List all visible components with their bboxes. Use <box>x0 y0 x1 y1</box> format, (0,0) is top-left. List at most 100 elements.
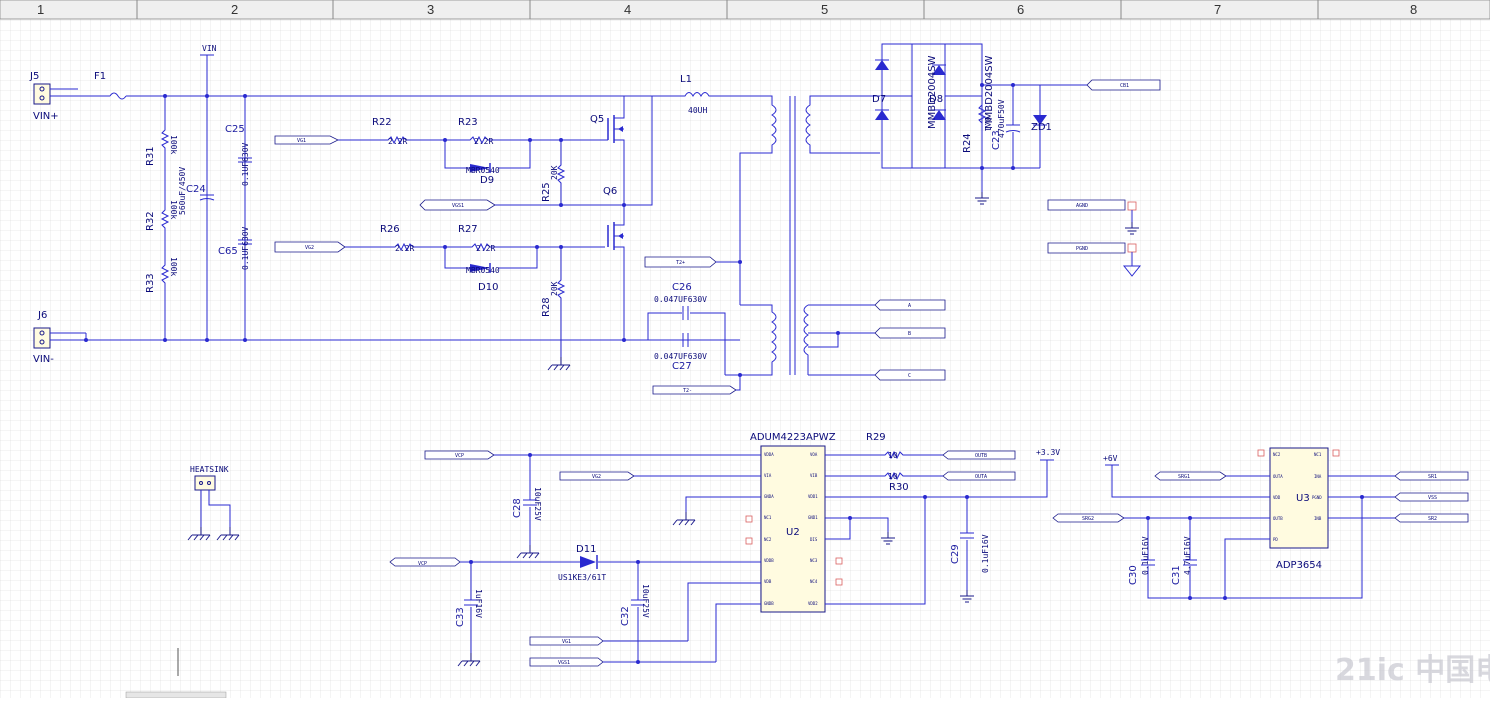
c30-value: 0.1uF16V <box>1141 536 1150 575</box>
net-srg2: SRG2 <box>1082 516 1094 522</box>
u2-pin-gnda: GNDA <box>764 494 774 499</box>
u2-pin-via: VIA <box>764 473 772 478</box>
u3-pin-vdd: VDD <box>1273 495 1281 500</box>
net-vgs1: VGS1 <box>452 203 464 209</box>
d7-label: D7 <box>872 94 886 105</box>
plus33-label: +3.3V <box>1036 448 1060 457</box>
net-port-pgnd: PGND <box>1047 242 1142 277</box>
net-port-vg1: VG1 <box>274 135 339 145</box>
u3-label: U3 <box>1296 493 1310 504</box>
u2-pin-nc2: NC2 <box>764 537 772 542</box>
capacitor-c25: C25 0.1UF630V <box>225 96 252 338</box>
r22-label: R22 <box>372 117 392 128</box>
net-c: C <box>908 373 911 379</box>
net-port-vg2: VG2 <box>274 241 346 253</box>
net-t2-plus: T2+ <box>676 260 685 266</box>
c24-value: 560uF/450V <box>178 167 187 215</box>
net-t2-minus: T2- <box>683 388 692 394</box>
r30-value: 10 <box>888 472 898 481</box>
u3-pin-outb: OUTB <box>1273 516 1283 521</box>
net-a: A <box>908 303 911 309</box>
c31-value: 4.7uF16V <box>1183 536 1192 575</box>
net-port-vgs1-u2: VGS1 <box>529 657 604 667</box>
zd1-label: ZD1 <box>1031 122 1052 133</box>
u2-pin-voa: VOA <box>810 452 818 457</box>
r29-label: R29 <box>866 432 886 443</box>
watermark: 21ic 中国电子网 <box>1335 653 1490 688</box>
d7-value: MMBD2004SW <box>927 55 938 129</box>
capacitor-c26-c27: C26 0.047UF630V 0.047UF630V C27 <box>647 282 726 375</box>
zone-4: 4 <box>624 2 631 17</box>
l1-label: L1 <box>680 74 692 85</box>
net-port-vss: VSS <box>1394 492 1469 502</box>
r24-label: R24 <box>962 133 973 153</box>
diode-d11: D11 US1KE3/61T <box>558 544 606 582</box>
c24-label: C24 <box>186 184 206 195</box>
net-vg2-u2: VG2 <box>592 474 601 480</box>
u3-pin-nc1: NC1 <box>1314 452 1322 457</box>
r33-label: R33 <box>145 273 156 293</box>
ic-u3: U3 ADP3654 NC2 OUTA VDD OUTB PD NC1 INA … <box>1269 447 1329 571</box>
u2-pin-vdb: VDB <box>764 579 772 584</box>
u3-pin-pd: PD <box>1273 537 1278 542</box>
r28-label: R28 <box>541 297 552 317</box>
r26-label: R26 <box>380 224 400 235</box>
u2-pin-nc3: NC3 <box>810 558 818 563</box>
j6-label: J6 <box>37 310 47 321</box>
r22-value: 2.2R <box>388 137 407 146</box>
c32-value: 10uF25V <box>641 584 650 618</box>
c33-label: C33 <box>455 607 466 627</box>
ic-u2: ADUM4223APWZ U2 VDDA VIA GNDA NC1 NC2 VD… <box>750 432 836 613</box>
u3-pin-nc2: NC2 <box>1273 452 1281 457</box>
capacitor-c24: C24 560uF/450V <box>178 167 215 215</box>
r23-label: R23 <box>458 117 478 128</box>
r32-value: 100k <box>169 200 178 219</box>
r29-value: 10 <box>888 451 898 460</box>
c65-value: 0.1UF630V <box>241 226 250 270</box>
net-port-outb: OUTB <box>942 450 1016 460</box>
c23-label: C23 <box>991 130 1002 150</box>
q5-label: Q5 <box>590 114 604 125</box>
transformer-top <box>739 95 880 375</box>
d11-label: D11 <box>576 544 596 555</box>
c31-label: C31 <box>1171 565 1182 585</box>
d8-value: MMBD2004SW <box>984 55 995 129</box>
u2-pin-gndb: GNDB <box>764 601 774 606</box>
c29-label: C29 <box>950 544 961 564</box>
net-vgs1-u2: VGS1 <box>558 660 570 666</box>
net-port-vcp-top: VCP <box>424 450 495 460</box>
net-vcp-top: VCP <box>455 453 464 459</box>
c25-label: C25 <box>225 124 245 135</box>
net-outb: OUTB <box>975 453 987 459</box>
c28-label: C28 <box>512 498 523 518</box>
c33-value: 1uF16V <box>474 589 483 618</box>
net-vcp-bottom: VCP <box>418 561 427 567</box>
u2-pin-nc1: NC1 <box>764 515 772 520</box>
zone-2: 2 <box>231 2 238 17</box>
net-port-agnd: AGND <box>1047 199 1140 235</box>
c32-label: C32 <box>620 606 631 626</box>
transformer-bottom <box>740 304 880 376</box>
vin-minus-label: VIN- <box>33 354 54 365</box>
zone-6: 6 <box>1017 2 1024 17</box>
net-port-sr1: SR1 <box>1394 471 1469 481</box>
heatsink-label: HEATSINK <box>190 465 229 474</box>
net-port-sr2: SR2 <box>1394 513 1469 523</box>
u3-pin-inb: INB <box>1314 516 1322 521</box>
r31-value: 100k <box>169 135 178 154</box>
net-port-vcp-bottom: VCP <box>389 557 461 567</box>
net-outa: OUTA <box>975 474 987 480</box>
c25-value: 0.1UF630V <box>241 142 250 186</box>
net-pgnd: PGND <box>1076 246 1088 252</box>
zone-7: 7 <box>1214 2 1221 17</box>
d11-value: US1KE3/61T <box>558 573 606 582</box>
net-port-vg1-u2: VG1 <box>529 636 604 646</box>
c26-label: C26 <box>672 282 692 293</box>
c26-value: 0.047UF630V <box>654 295 707 304</box>
c27-label: C27 <box>672 361 692 372</box>
d9-value: MBR0540 <box>466 166 500 175</box>
d10-value: MBR0540 <box>466 266 500 275</box>
u2-pin-vdd2: VDD2 <box>808 601 818 606</box>
net-port-outa: OUTA <box>942 471 1016 481</box>
u3-pin-pgnd: PGND <box>1312 495 1322 500</box>
